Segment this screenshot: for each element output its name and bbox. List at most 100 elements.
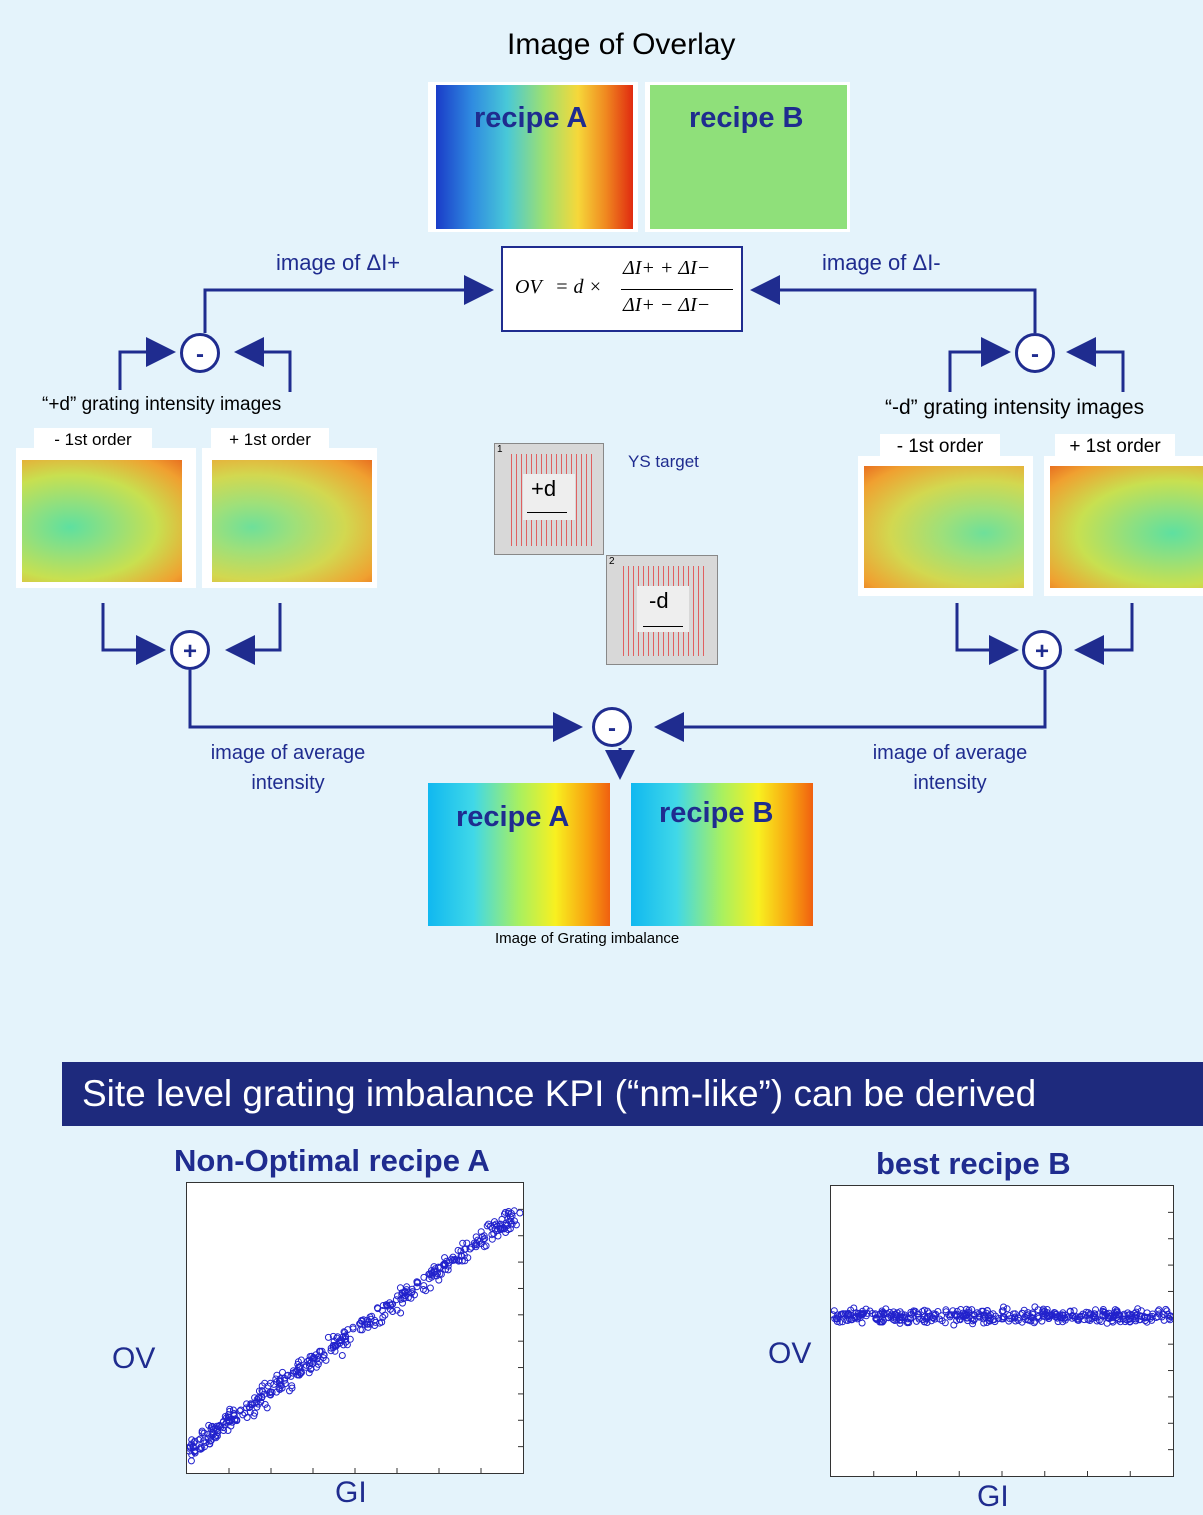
scatter-point <box>1091 1310 1099 1318</box>
plot-b-svg <box>831 1211 1173 1476</box>
scatter-point <box>913 1317 920 1325</box>
overlay-formula: OV = d × ΔI+ + ΔI− ΔI+ − ΔI− <box>501 246 743 332</box>
overlay-label-b: recipe B <box>689 102 804 134</box>
scatter-point <box>230 1409 238 1417</box>
scatter-point <box>420 1273 428 1281</box>
scatter-point <box>275 1384 283 1392</box>
plot-b-ylabel: OV <box>768 1337 812 1370</box>
scatter-point <box>407 1289 415 1297</box>
scatter-point <box>458 1257 466 1265</box>
plot-b-frame <box>830 1185 1174 1477</box>
scatter-point <box>349 1323 357 1331</box>
scatter-point <box>498 1215 506 1223</box>
scatter-point <box>878 1307 886 1315</box>
scatter-point <box>1000 1303 1007 1311</box>
scatter-point <box>1148 1312 1156 1320</box>
scatter-point <box>1121 1318 1129 1326</box>
flow-connectors <box>101 275 1134 780</box>
scatter-point <box>400 1295 408 1303</box>
scatter-point <box>879 1318 886 1326</box>
scatter-point <box>342 1333 350 1341</box>
scatter-point <box>226 1407 234 1415</box>
scatter-point <box>289 1367 297 1375</box>
scatter-point <box>488 1235 496 1243</box>
scatter-point <box>226 1405 234 1413</box>
scatter-point <box>1009 1310 1017 1318</box>
scatter-point <box>443 1257 450 1265</box>
subtract-operator-left: - <box>180 333 220 373</box>
scatter-point <box>191 1448 199 1456</box>
scatter-point <box>249 1401 256 1409</box>
scatter-point <box>258 1394 266 1402</box>
scatter-point <box>925 1309 933 1317</box>
scatter-point <box>983 1307 991 1315</box>
scatter-point <box>882 1305 890 1313</box>
scatter-point <box>1070 1307 1078 1315</box>
average-label-right: image of average intensity <box>872 742 1028 794</box>
plot-a-ylabel: OV <box>112 1342 156 1375</box>
scatter-point <box>268 1388 276 1396</box>
scatter-point <box>998 1315 1006 1323</box>
scatter-point <box>428 1271 436 1279</box>
scatter-point <box>281 1380 289 1388</box>
left-group-caption: “+d” grating intensity images <box>42 394 282 415</box>
scatter-point <box>279 1368 286 1376</box>
scatter-point <box>229 1406 237 1414</box>
scatter-point <box>454 1246 462 1254</box>
scatter-point <box>455 1257 463 1265</box>
scatter-point <box>205 1421 213 1429</box>
overlay-image-recipe-a: recipe A <box>428 82 638 232</box>
scatter-point <box>1031 1303 1039 1311</box>
scatter-point <box>1097 1318 1105 1325</box>
scatter-point <box>187 1447 193 1455</box>
scatter-point <box>504 1226 512 1234</box>
scatter-point <box>482 1242 490 1250</box>
scatter-point <box>472 1243 480 1251</box>
scatter-point <box>1054 1318 1062 1326</box>
plot-a-title: Non-Optimal recipe A <box>174 1143 490 1178</box>
scatter-point <box>516 1209 523 1217</box>
scatter-point <box>231 1416 239 1424</box>
left-minus-order-image <box>16 448 196 588</box>
scatter-point <box>1126 1310 1134 1318</box>
scatter-point <box>251 1394 259 1402</box>
scatter-point <box>915 1310 922 1318</box>
scatter-point <box>1099 1307 1107 1315</box>
formula-mid: = d × <box>555 276 602 298</box>
scatter-point <box>306 1360 314 1367</box>
scatter-point <box>444 1266 452 1274</box>
scatter-point <box>442 1265 450 1273</box>
scatter-point <box>859 1310 867 1318</box>
page-title: Image of Overlay <box>507 28 736 61</box>
scatter-point <box>473 1239 480 1247</box>
scatter-point <box>436 1270 444 1278</box>
scatter-point <box>1143 1318 1151 1326</box>
scatter-point <box>374 1305 382 1313</box>
right-minus-order-image <box>858 456 1033 596</box>
scatter-point <box>1155 1306 1163 1314</box>
scatter-point <box>1105 1312 1113 1320</box>
scatter-point <box>357 1319 364 1327</box>
delta-minus-label: image of ΔI- <box>822 250 941 275</box>
scatter-point <box>441 1254 449 1262</box>
scatter-point <box>213 1422 221 1430</box>
scatter-point <box>468 1243 476 1251</box>
scatter-point <box>187 1444 193 1452</box>
imbalance-image-recipe-a: recipe A <box>428 783 610 926</box>
overlay-label-a: recipe A <box>474 102 588 134</box>
subtract-operator-right: - <box>1015 333 1055 373</box>
average-label-left: image of average intensity <box>210 742 366 794</box>
scatter-point <box>1163 1307 1171 1315</box>
imbalance-label-b: recipe B <box>659 797 774 829</box>
scatter-point <box>407 1294 415 1302</box>
scatter-point <box>1003 1305 1011 1313</box>
scatter-point <box>1066 1308 1074 1316</box>
scatter-point <box>896 1316 903 1324</box>
scatter-point <box>422 1287 430 1295</box>
scatter-point <box>500 1225 508 1233</box>
scatter-point <box>340 1328 348 1336</box>
scatter-point <box>206 1440 214 1448</box>
scatter-point <box>198 1444 206 1452</box>
scatter-point <box>329 1332 337 1340</box>
scatter-point <box>923 1307 931 1315</box>
